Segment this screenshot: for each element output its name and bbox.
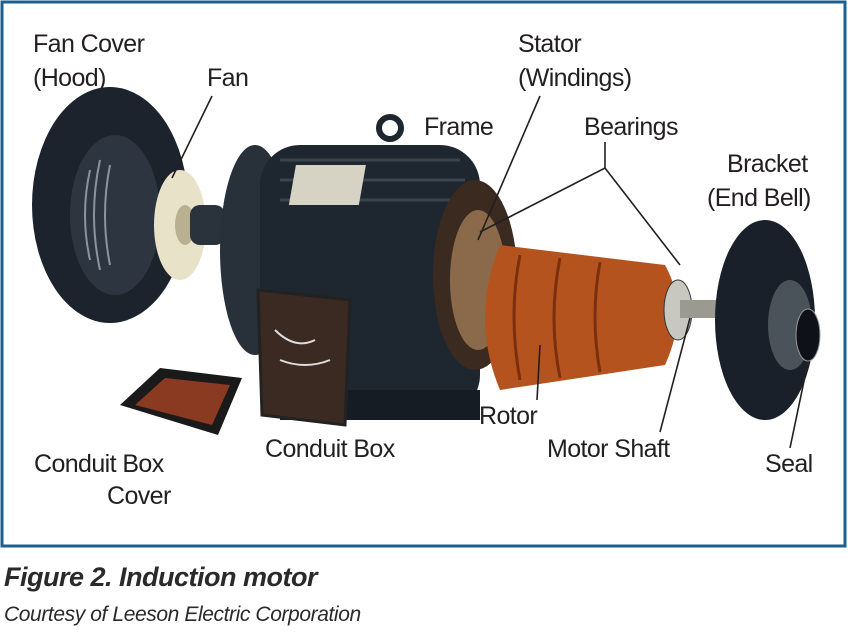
label-conduit-box-cover: Conduit Box bbox=[34, 450, 165, 478]
label-frame: Frame bbox=[424, 113, 493, 141]
bracket-illustration bbox=[715, 220, 821, 420]
label-stator-windings: (Windings) bbox=[518, 64, 631, 92]
label-fan-cover: Fan Cover bbox=[33, 30, 145, 58]
label-fan-cover-hood: (Hood) bbox=[33, 64, 106, 92]
label-bearings: Bearings bbox=[584, 113, 678, 141]
rotor-illustration bbox=[485, 245, 735, 390]
label-seal: Seal bbox=[765, 450, 813, 478]
label-rotor: Rotor bbox=[479, 402, 537, 430]
label-conduit-box-cover-2: Cover bbox=[107, 482, 171, 510]
label-stator: Stator bbox=[518, 30, 581, 58]
leader-lines bbox=[171, 95, 809, 449]
motor-diagram: Fan Cover (Hood) Fan Stator (Windings) F… bbox=[0, 0, 847, 548]
label-fan: Fan bbox=[207, 64, 248, 92]
fan-cover-illustration bbox=[32, 87, 188, 323]
figure-caption-credit: Courtesy of Leeson Electric Corporation bbox=[4, 603, 361, 626]
label-conduit-box: Conduit Box bbox=[265, 435, 396, 463]
fan-illustration bbox=[154, 170, 225, 280]
figure-caption-title: Figure 2. Induction motor bbox=[4, 562, 318, 592]
conduit-box-illustration bbox=[256, 288, 352, 427]
label-motor-shaft: Motor Shaft bbox=[547, 435, 670, 463]
label-bracket-end-bell: (End Bell) bbox=[707, 184, 811, 212]
label-bracket: Bracket bbox=[727, 150, 808, 178]
conduit-cover-illustration bbox=[120, 368, 242, 435]
